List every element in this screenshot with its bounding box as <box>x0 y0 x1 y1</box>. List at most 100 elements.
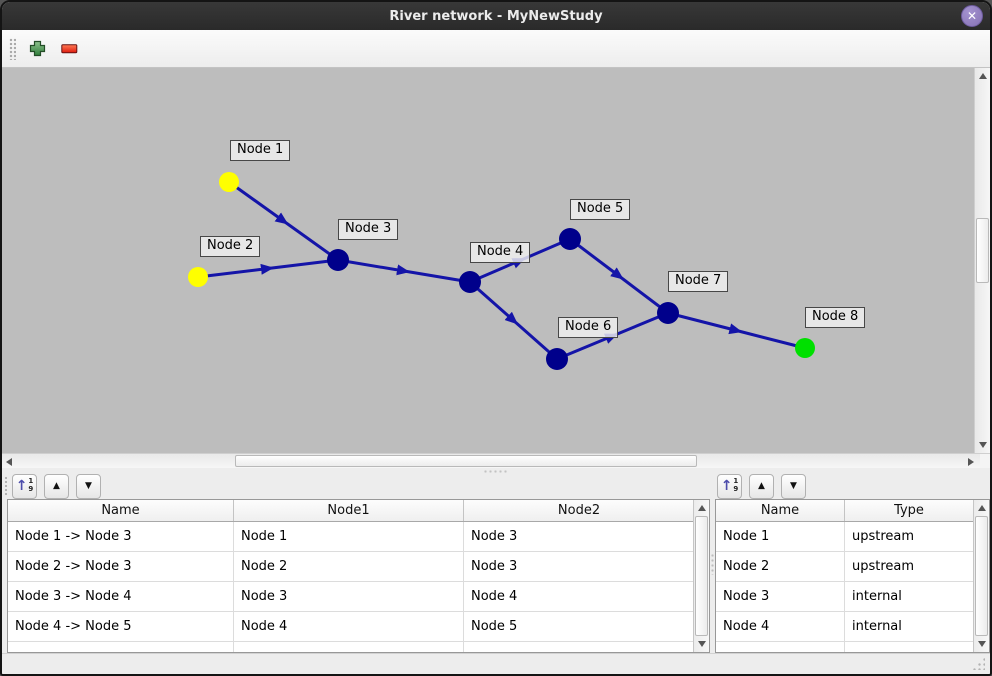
network-diagram <box>188 172 815 370</box>
scroll-up-icon[interactable] <box>978 505 986 511</box>
table-cell[interactable]: Node 4 -> Node 5 <box>8 612 234 642</box>
reaches-table-scrollbar[interactable] <box>693 500 709 652</box>
resize-grip-icon[interactable] <box>972 657 985 670</box>
table-cell[interactable]: Node 3 <box>464 522 695 552</box>
vertical-scrollbar-thumb[interactable] <box>976 218 989 283</box>
river-reach-edge[interactable] <box>667 311 806 350</box>
network-node[interactable] <box>219 172 239 192</box>
horizontal-scrollbar-thumb[interactable] <box>235 455 697 467</box>
network-node[interactable] <box>657 302 679 324</box>
table-cell[interactable] <box>845 642 974 652</box>
table-cell[interactable]: internal <box>845 582 974 612</box>
reaches-move-up-button[interactable]: ▲ <box>44 473 69 499</box>
table-cell[interactable]: Node 3 <box>716 582 845 612</box>
scroll-down-icon[interactable] <box>979 442 987 448</box>
reaches-toolbar-handle[interactable] <box>4 476 9 496</box>
move-up-icon: ▲ <box>758 480 765 491</box>
scroll-left-icon[interactable] <box>6 458 12 466</box>
node-label: Node 5 <box>570 199 631 220</box>
river-reach-edge[interactable] <box>228 180 339 262</box>
river-reach-edge[interactable] <box>197 258 339 279</box>
window-title: River network - MyNewStudy <box>389 8 603 24</box>
canvas-horizontal-scrollbar[interactable] <box>2 453 980 468</box>
close-button[interactable]: ✕ <box>961 5 983 27</box>
table-cell[interactable]: Node 1 <box>234 522 464 552</box>
table-cell[interactable]: Node 4 <box>716 612 845 642</box>
network-node[interactable] <box>459 271 481 293</box>
table-cell[interactable] <box>716 642 845 652</box>
table-row[interactable] <box>716 642 989 652</box>
scroll-down-icon[interactable] <box>978 641 986 647</box>
nodes-sort-button[interactable]: ↑ 1 9 <box>717 473 742 499</box>
river-reach-edge[interactable] <box>337 258 471 284</box>
column-header-name[interactable]: Name <box>8 500 234 521</box>
table-cell[interactable]: Node 3 <box>464 552 695 582</box>
table-cell[interactable]: upstream <box>845 552 974 582</box>
table-cell[interactable]: Node 4 <box>464 582 695 612</box>
status-bar <box>2 653 990 674</box>
canvas-table-splitter[interactable] <box>2 468 990 474</box>
toolbar-drag-handle[interactable] <box>9 37 16 60</box>
column-header-node1[interactable]: Node1 <box>234 500 464 521</box>
scrollbar-corner <box>980 453 990 468</box>
node-label: Node 2 <box>200 236 261 257</box>
column-header-node2[interactable]: Node2 <box>464 500 695 521</box>
column-header-type[interactable]: Type <box>845 500 974 521</box>
table-cell[interactable]: internal <box>845 612 974 642</box>
network-node[interactable] <box>546 348 568 370</box>
nodes-table-scrollbar[interactable] <box>973 500 989 652</box>
table-cell[interactable]: Node 2 <box>234 552 464 582</box>
table-cell[interactable] <box>8 642 234 652</box>
canvas-vertical-scrollbar[interactable] <box>974 68 990 453</box>
node-label: Node 3 <box>338 219 399 240</box>
scroll-right-icon[interactable] <box>968 458 974 466</box>
table-cell[interactable]: Node 5 <box>464 612 695 642</box>
table-cell[interactable]: Node 3 -> Node 4 <box>8 582 234 612</box>
reaches-move-down-button[interactable]: ▼ <box>76 473 101 499</box>
sort-ascending-icon: ↑ 1 9 <box>720 477 739 494</box>
tables-splitter[interactable] <box>710 474 714 653</box>
table-cell[interactable]: Node 3 <box>234 582 464 612</box>
reaches-sort-button[interactable]: ↑ 1 9 <box>12 473 37 499</box>
table-cell[interactable] <box>464 642 695 652</box>
add-node-button[interactable] <box>24 36 50 62</box>
main-toolbar <box>2 30 990 68</box>
nodes-move-up-button[interactable]: ▲ <box>749 473 774 499</box>
nodes-move-down-button[interactable]: ▼ <box>781 473 806 499</box>
table-cell[interactable]: Node 2 -> Node 3 <box>8 552 234 582</box>
river-reach-edge[interactable] <box>569 237 669 315</box>
table-row[interactable] <box>8 642 709 652</box>
network-node[interactable] <box>559 228 581 250</box>
network-node[interactable] <box>188 267 208 287</box>
table-cell[interactable]: Node 1 -> Node 3 <box>8 522 234 552</box>
table-cell[interactable]: Node 1 <box>716 522 845 552</box>
table-cell[interactable] <box>234 642 464 652</box>
table-scrollbar-thumb[interactable] <box>975 516 988 636</box>
table-cell[interactable]: Node 2 <box>716 552 845 582</box>
table-cell[interactable]: upstream <box>845 522 974 552</box>
scroll-up-icon[interactable] <box>698 505 706 511</box>
river-reach-edge[interactable] <box>469 280 558 361</box>
remove-node-button[interactable] <box>56 36 82 62</box>
network-node[interactable] <box>795 338 815 358</box>
title-bar: River network - MyNewStudy ✕ <box>2 2 990 30</box>
table-cell[interactable]: Node 4 <box>234 612 464 642</box>
move-down-icon: ▼ <box>790 480 797 491</box>
network-node[interactable] <box>327 249 349 271</box>
scroll-down-icon[interactable] <box>698 641 706 647</box>
remove-icon <box>60 43 77 53</box>
table-scrollbar-thumb[interactable] <box>695 516 708 636</box>
column-header-name[interactable]: Name <box>716 500 845 521</box>
scroll-up-icon[interactable] <box>979 73 987 79</box>
